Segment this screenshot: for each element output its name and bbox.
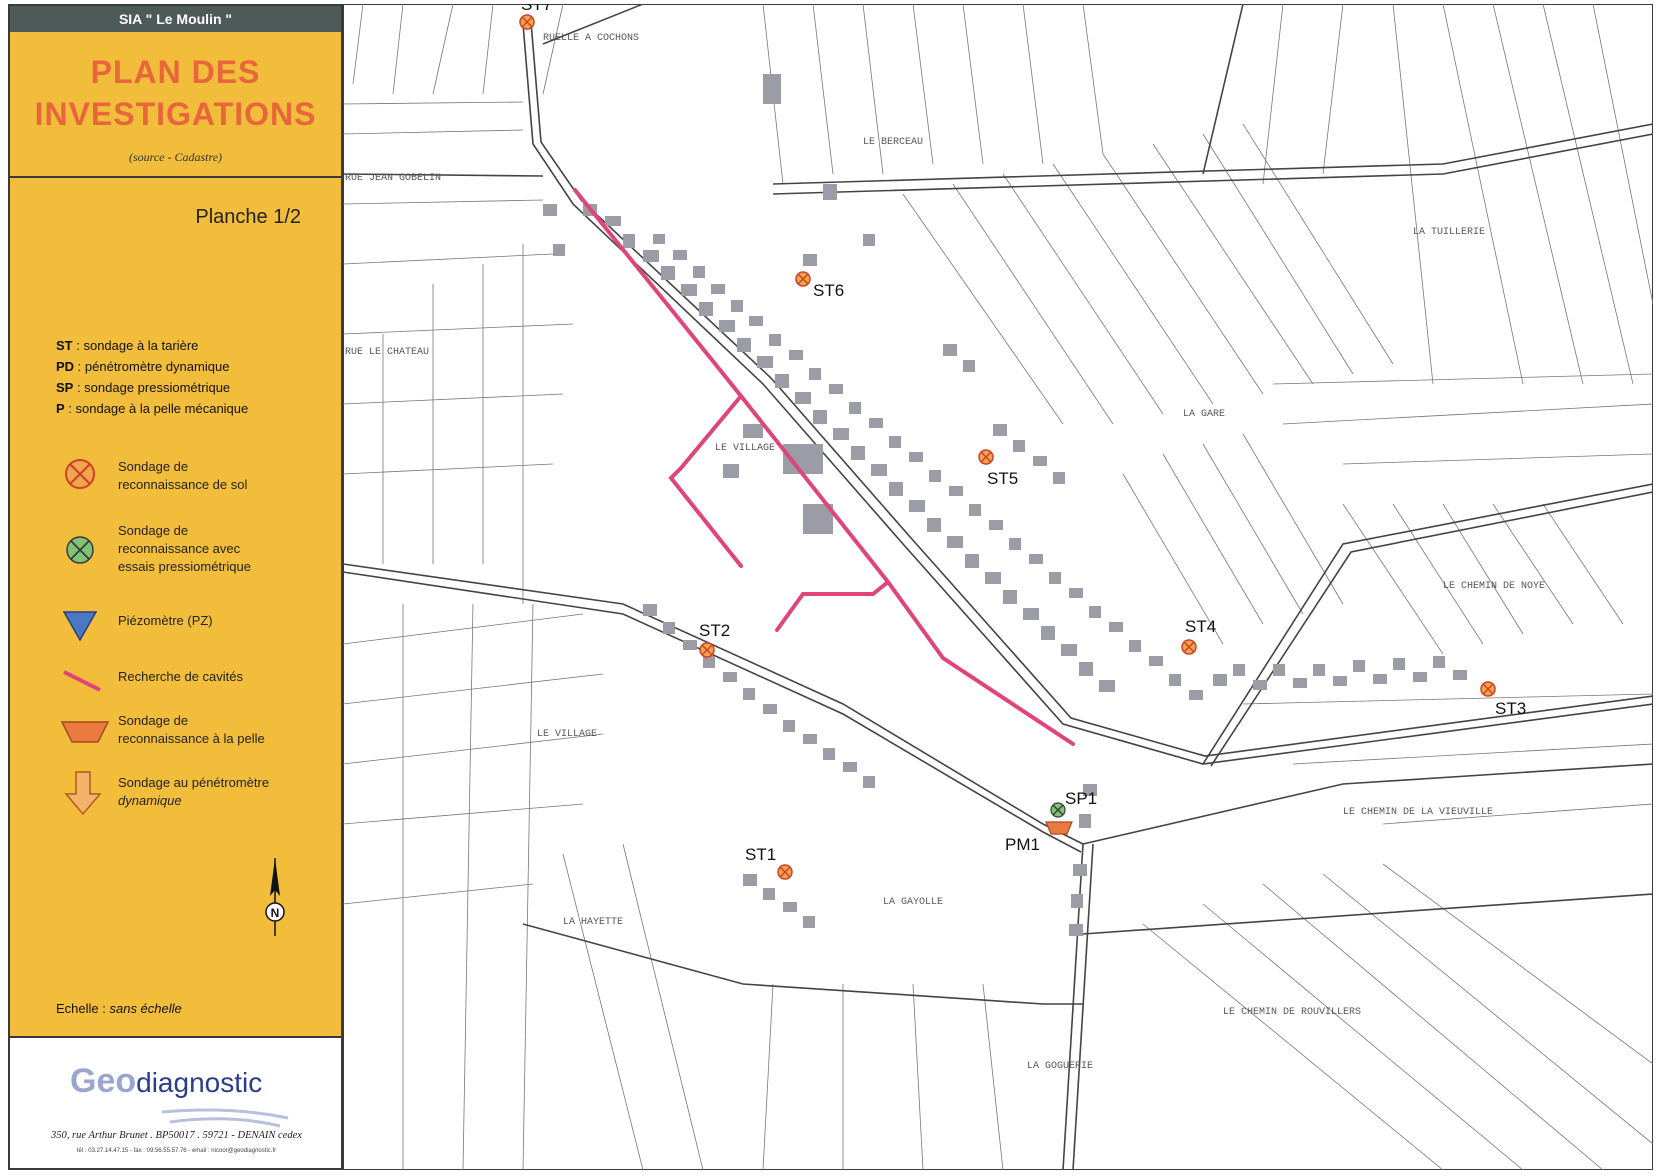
map-label: LA TUILLERIE [1413, 227, 1485, 238]
survey-point-st5: ST5 [978, 449, 1018, 488]
survey-point-sp1: SP1 [1050, 789, 1097, 818]
survey-point-st4: ST4 [1181, 617, 1216, 655]
map-label: LA GOGUERIE [1027, 1061, 1093, 1072]
map-label: LA HAYETTE [563, 917, 623, 928]
company-logo: Geodiagnostic [70, 1062, 263, 1100]
orange-cross-circle-icon [65, 459, 95, 489]
parcel-lines [343, 4, 1653, 1170]
scale-note: Echelle : sans échelle [56, 1001, 182, 1016]
abbreviation-item: ST : sondage à la tarière [56, 338, 199, 353]
map-label: RUE JEAN GOBELIN [345, 173, 441, 184]
title-box: PLAN DES INVESTIGATIONS (source - Cadast… [10, 32, 341, 178]
point-label: ST6 [813, 281, 844, 300]
point-label: ST2 [699, 621, 730, 640]
legend-panel: SIA " Le Moulin " PLAN DES INVESTIGATION… [8, 4, 343, 1170]
survey-point-st3: ST3 [1480, 681, 1526, 718]
survey-point-st2: ST2 [699, 621, 730, 658]
company-logo-box: Geodiagnostic 350, rue Arthur Brunet . B… [10, 1036, 341, 1168]
pink-line-icon [63, 670, 101, 692]
source-note: (source - Cadastre) [128, 150, 223, 164]
map-label: LE CHEMIN DE LA VIEUVILLE [1343, 807, 1493, 818]
project-header: SIA " Le Moulin " [10, 6, 341, 32]
orange-arrow-icon [64, 771, 102, 816]
survey-point-st1: ST1 [745, 845, 793, 880]
point-label: ST1 [745, 845, 776, 864]
blue-triangle-icon [62, 611, 98, 642]
map-frame [343, 4, 1653, 1170]
map-label: LE VILLAGE [715, 443, 775, 454]
survey-point-pm1: PM1 [1005, 821, 1073, 854]
point-label: PM1 [1005, 835, 1040, 854]
cadastral-map: RUELLE A COCHONS LE BERCEAU RUE JEAN GOB… [343, 4, 1653, 1170]
cavity-search-route [573, 188, 1075, 746]
abbreviation-list: ST : sondage à la tarière PD : pénétromè… [56, 335, 248, 419]
map-label: LA GAYOLLE [883, 897, 943, 908]
orange-trapezoid-icon [1045, 821, 1073, 835]
map-label: LA GARE [1183, 409, 1225, 420]
survey-point-st7: ST7 [519, 4, 552, 30]
point-label: ST7 [521, 4, 552, 14]
map-label: LE VILLAGE [537, 729, 597, 740]
orange-trapezoid-icon [60, 721, 110, 743]
svg-text:N: N [271, 906, 280, 920]
abbreviation-item: SP : sondage pressiométrique [56, 380, 231, 395]
map-label: LE BERCEAU [863, 137, 923, 148]
survey-points: ST7 ST6 ST5 ST4 ST3 ST2 [519, 4, 1526, 880]
logo-swoosh-icon [161, 1108, 289, 1128]
map-label: RUELLE A COCHONS [543, 33, 639, 44]
map-label: RUE LE CHATEAU [345, 347, 429, 358]
title-line-2: INVESTIGATIONS [34, 96, 317, 132]
map-label: LE CHEMIN DE NOYE [1443, 581, 1545, 592]
green-cross-circle-icon [66, 536, 94, 564]
abbreviation-item: PD : pénétromètre dynamique [56, 359, 230, 374]
point-label: ST5 [987, 469, 1018, 488]
abbreviation-item: P : sondage à la pelle mécanique [56, 401, 249, 416]
map-labels: RUELLE A COCHONS LE BERCEAU RUE JEAN GOB… [345, 33, 1545, 1072]
survey-point-st6: ST6 [795, 271, 844, 300]
point-label: ST4 [1185, 617, 1216, 636]
point-label: SP1 [1065, 789, 1097, 808]
route-branch-north [668, 394, 743, 568]
company-contacts: tél : 03.27.14.47.15 - fax : 09.56.55.57… [76, 1148, 277, 1154]
north-arrow-icon: N [265, 858, 285, 936]
title-line-1: PLAN DES [90, 54, 261, 90]
road-lines [343, 4, 1653, 1170]
map-label: LE CHEMIN DE ROUVILLERS [1223, 1007, 1361, 1018]
route-branch-south [775, 580, 890, 632]
buildings [543, 74, 1467, 936]
point-label: ST3 [1495, 699, 1526, 718]
company-address: 350, rue Arthur Brunet . BP50017 . 59721… [51, 1130, 302, 1141]
sheet-number: Planche 1/2 [195, 206, 301, 228]
